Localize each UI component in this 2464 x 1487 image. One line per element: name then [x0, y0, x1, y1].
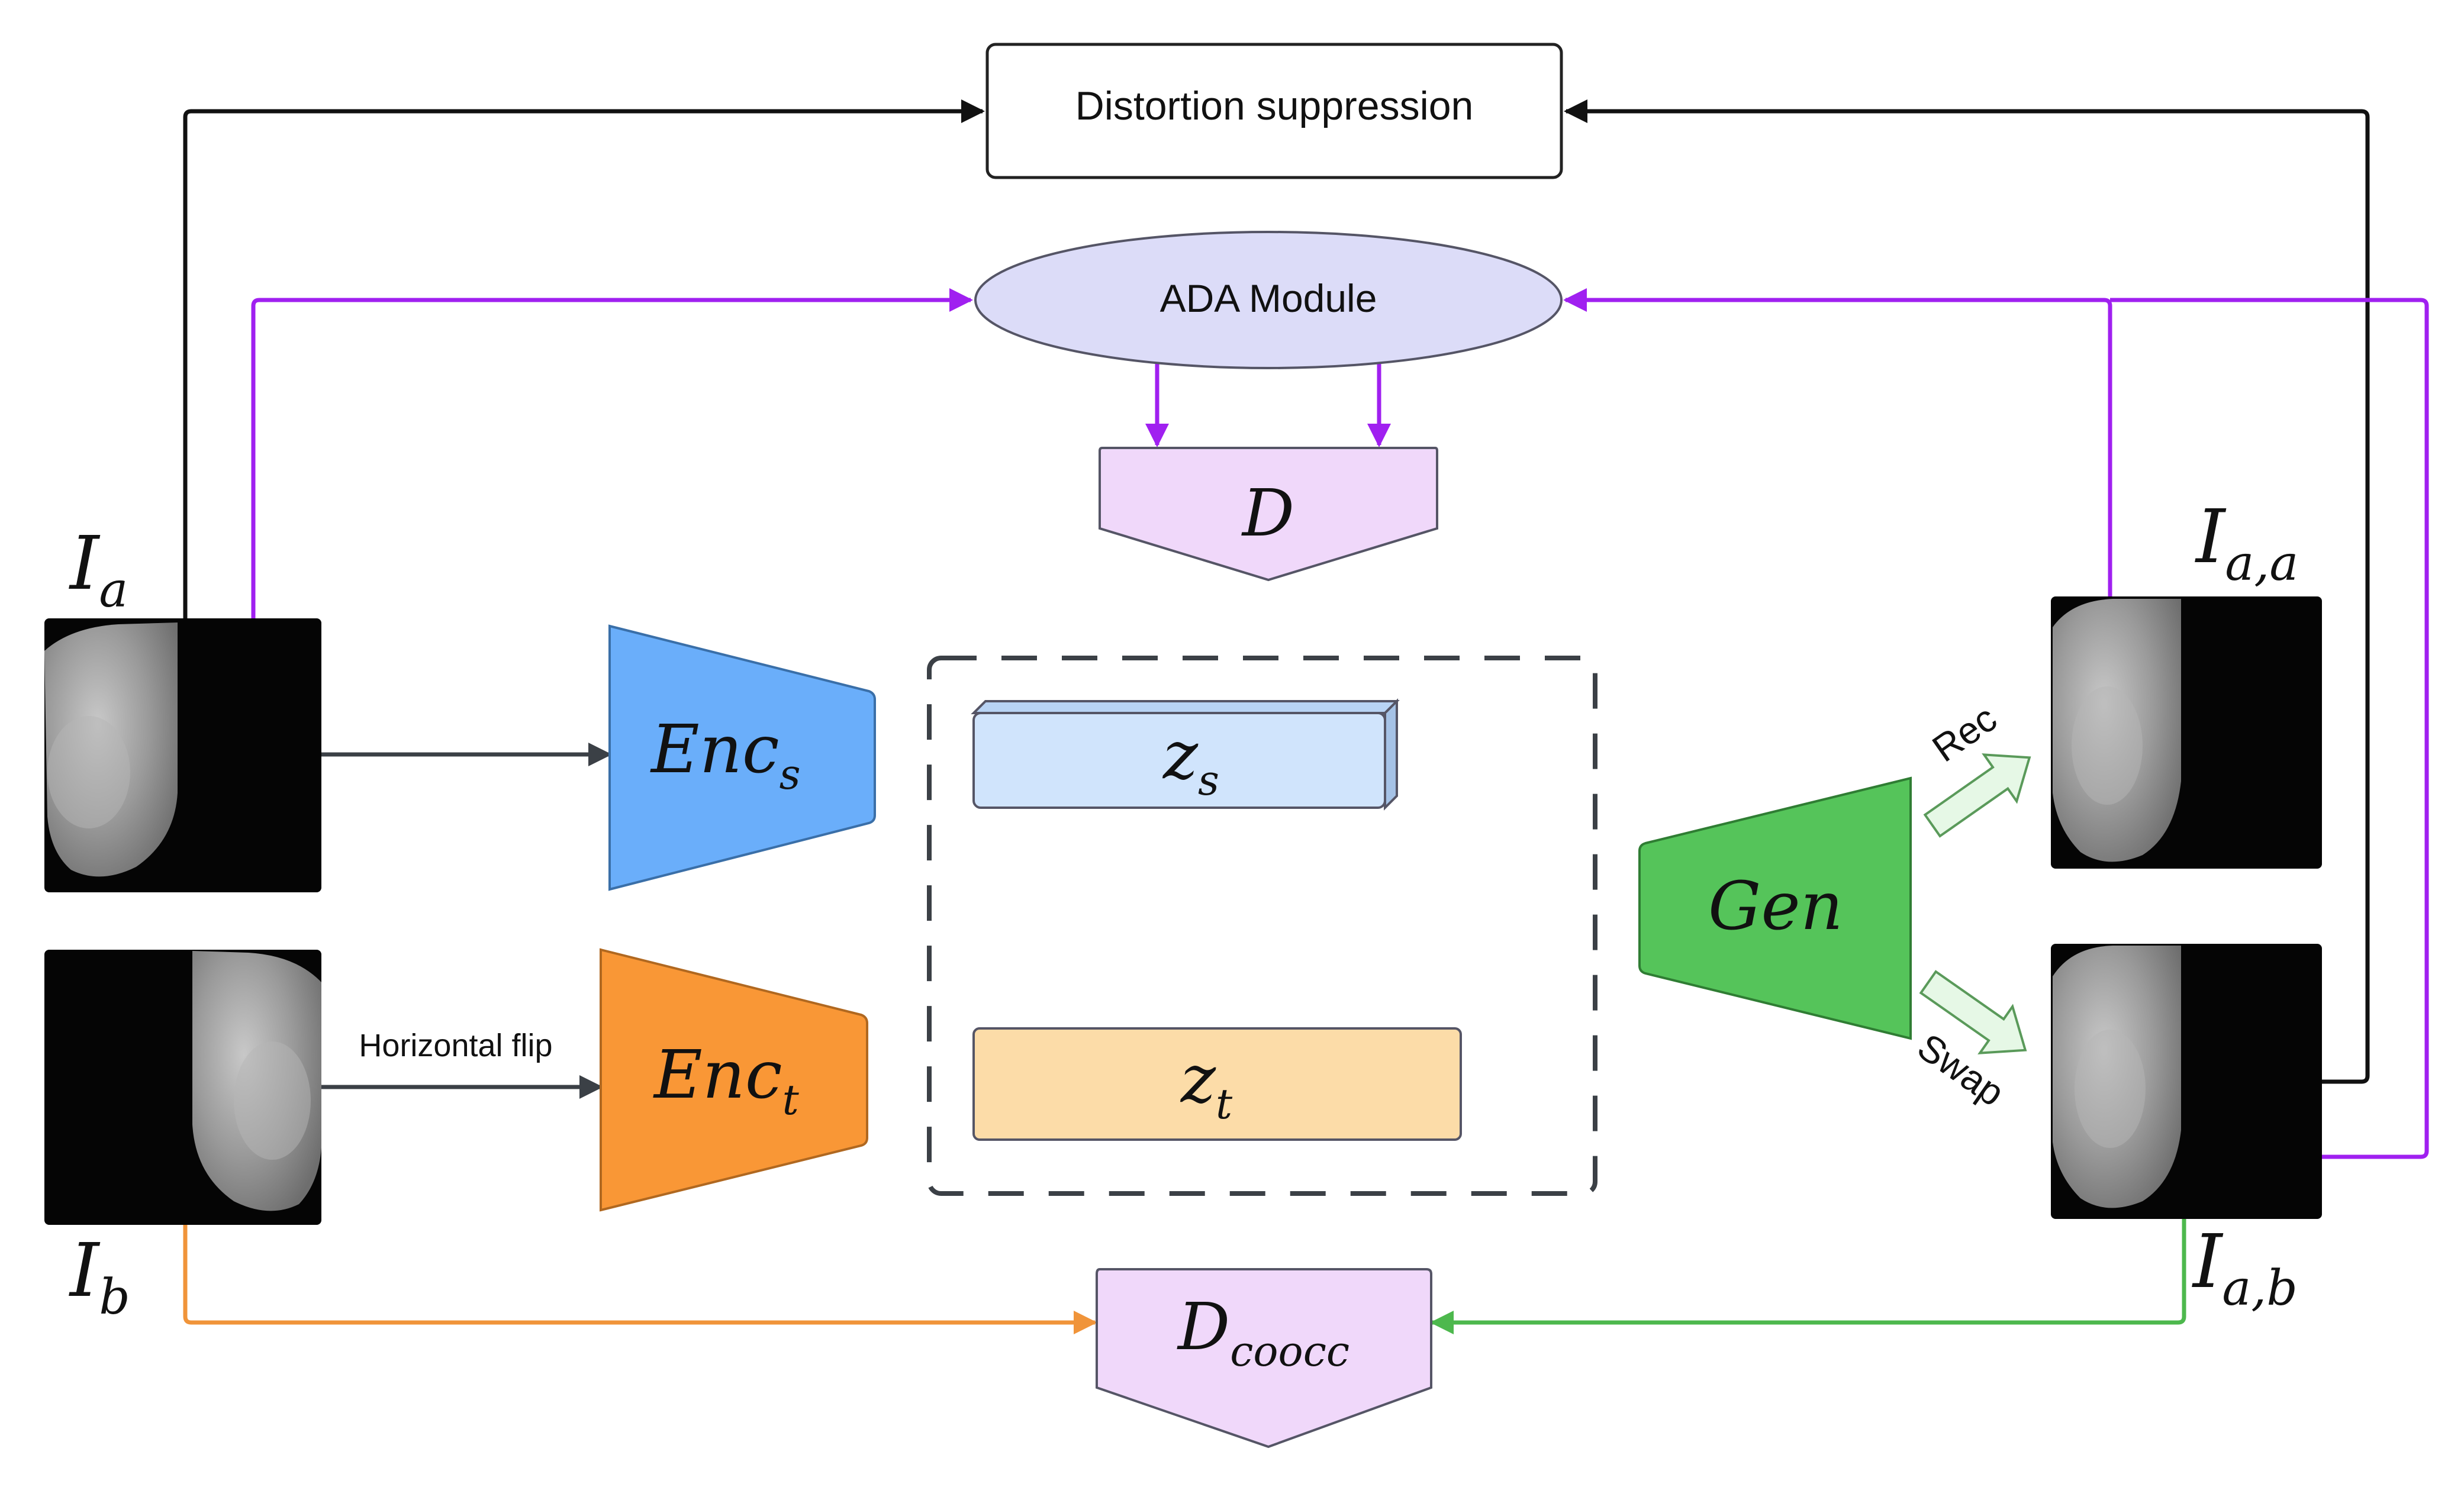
label-i-a: Ia	[69, 521, 128, 618]
ada-module-ellipse: ADA Module	[974, 231, 1563, 369]
rec-arrow	[1923, 753, 2031, 838]
discriminator-d-label: D	[1241, 475, 1294, 551]
latent-space-container	[927, 656, 1597, 1196]
encoder-s-label: Encs	[650, 711, 801, 799]
discriminator-coocc-label: Dcoocc	[1177, 1289, 1349, 1376]
encoder-t: Enct	[600, 948, 868, 1212]
swap-arrow	[1919, 970, 2027, 1054]
horizontal-flip-label: Horizontal flip	[359, 1028, 552, 1063]
label-i-aa: Ia,a	[2195, 494, 2298, 592]
image-i-a	[44, 618, 321, 892]
label-i-b: Ib	[69, 1228, 130, 1325]
iab-to-ada-arrow	[2110, 298, 2429, 1159]
latent-z-s-label: zs	[1162, 717, 1219, 805]
iab-to-dcoocc-arrow	[1430, 1216, 2186, 1334]
ia-to-ada-arrow	[251, 288, 973, 618]
iab-to-distortion-arrow	[1564, 99, 2370, 1084]
label-i-ab: Ia,b	[2192, 1219, 2298, 1317]
distortion-suppression-label: Distortion suppression	[1075, 83, 1474, 128]
generator-label: Gen	[1708, 868, 1843, 945]
encoder-t-label: Enct	[653, 1037, 800, 1124]
discriminator-d: D	[1099, 447, 1438, 582]
iaa-to-ada-arrow	[1563, 288, 2112, 596]
ia-to-distortion-arrow	[183, 99, 985, 618]
latent-z-s: zs	[971, 698, 1400, 811]
image-i-b	[44, 950, 321, 1225]
latent-z-t: zt	[972, 1027, 1462, 1141]
distortion-suppression-box: Distortion suppression	[985, 43, 1563, 179]
image-i-aa	[2051, 596, 2322, 869]
discriminator-coocc: Dcoocc	[1096, 1268, 1432, 1449]
generator: Gen	[1638, 776, 1912, 1040]
image-i-ab	[2051, 944, 2322, 1219]
encoder-s: Encs	[608, 624, 876, 891]
latent-z-t-label: zt	[1180, 1041, 1233, 1128]
ada-module-label: ADA Module	[1160, 276, 1377, 320]
ib-to-dcoocc-arrow	[183, 1225, 1097, 1334]
